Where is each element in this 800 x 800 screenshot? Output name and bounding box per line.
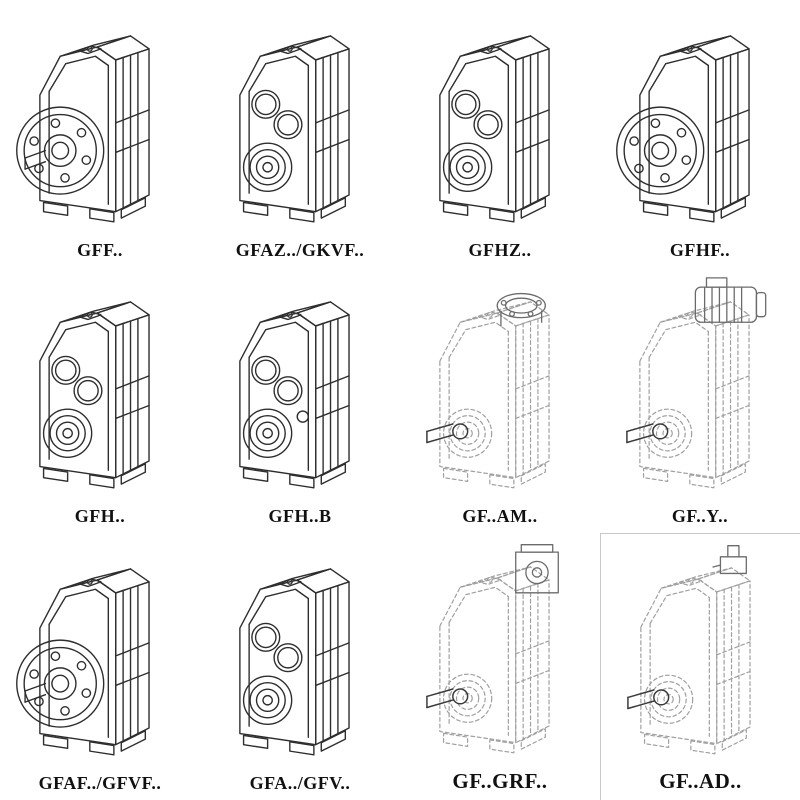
figure-label: GFHF.. [669, 239, 731, 260]
gearbox-flange-solid-shaft-icon [16, 568, 150, 756]
figure-label: GFH.. [74, 506, 126, 527]
gearbox-figure-gff [2, 4, 198, 238]
catalog-cell: GFH..B [200, 267, 400, 534]
catalog-cell: GFAZ../GKVF.. [200, 0, 400, 267]
catalog-cell: GFA../GFV.. [200, 533, 400, 800]
catalog-cell: GF..AD.. [600, 533, 800, 800]
catalog-cell: GFHZ.. [400, 0, 600, 267]
gearbox-figure-gfh [2, 271, 198, 505]
gearbox-figure-gfa [202, 537, 398, 771]
figure-label: GF..Y.. [671, 506, 729, 527]
gearbox-figure-gfaf [2, 537, 198, 771]
gearbox-figure-gfhz [402, 4, 598, 238]
gearbox-flange-solid-shaft-icon [16, 35, 150, 223]
figure-label: GFHZ.. [468, 239, 532, 260]
figure-label: GFH..B [268, 506, 332, 527]
gearbox-figure-gfgrf [402, 537, 598, 767]
gearbox-hollow-shaft-icon [439, 35, 550, 223]
figure-label: GFF.. [77, 239, 123, 260]
figure-label: GF..GRF.. [452, 768, 548, 793]
figure-label: GFAF../GFVF.. [38, 772, 162, 793]
gearbox-figure-gfam [402, 271, 598, 505]
gearbox-adapter-top-icon [426, 544, 559, 754]
gearbox-motor-flange-top-icon [426, 293, 550, 489]
catalog-cell: GF..GRF.. [400, 533, 600, 800]
gearbox-flange-hollow-icon [616, 35, 750, 223]
gearbox-hollow-bearing-icon [39, 301, 150, 490]
catalog-cell: GF..AM.. [400, 267, 600, 534]
gearbox-figure-gfad [603, 538, 798, 767]
catalog-cell: GF..Y.. [600, 267, 800, 534]
figure-label: GF..AD.. [659, 768, 742, 793]
gearbox-twin-bore-icon [239, 35, 350, 223]
figure-label: GFA../GFV.. [249, 772, 351, 793]
catalog-cell: GFF.. [0, 0, 200, 267]
gearbox-figure-gfaz [202, 4, 398, 238]
gearbox-figure-gfy [602, 271, 798, 505]
gearbox-twin-bore-icon [239, 568, 350, 756]
catalog-cell: GFH.. [0, 267, 200, 534]
catalog-cell: GFAF../GFVF.. [0, 533, 200, 800]
gearbox-hollow-backstop-icon [239, 301, 350, 490]
gearbox-figure-gfhf [602, 4, 798, 238]
gearbox-input-adapter-icon [626, 544, 751, 755]
figure-label: GFAZ../GKVF.. [235, 239, 365, 260]
gearbox-figure-gfhb [202, 271, 398, 505]
figure-label: GF..AM.. [462, 506, 538, 527]
gearbox-with-motor-icon [626, 277, 767, 489]
catalog-cell: GFHF.. [600, 0, 800, 267]
